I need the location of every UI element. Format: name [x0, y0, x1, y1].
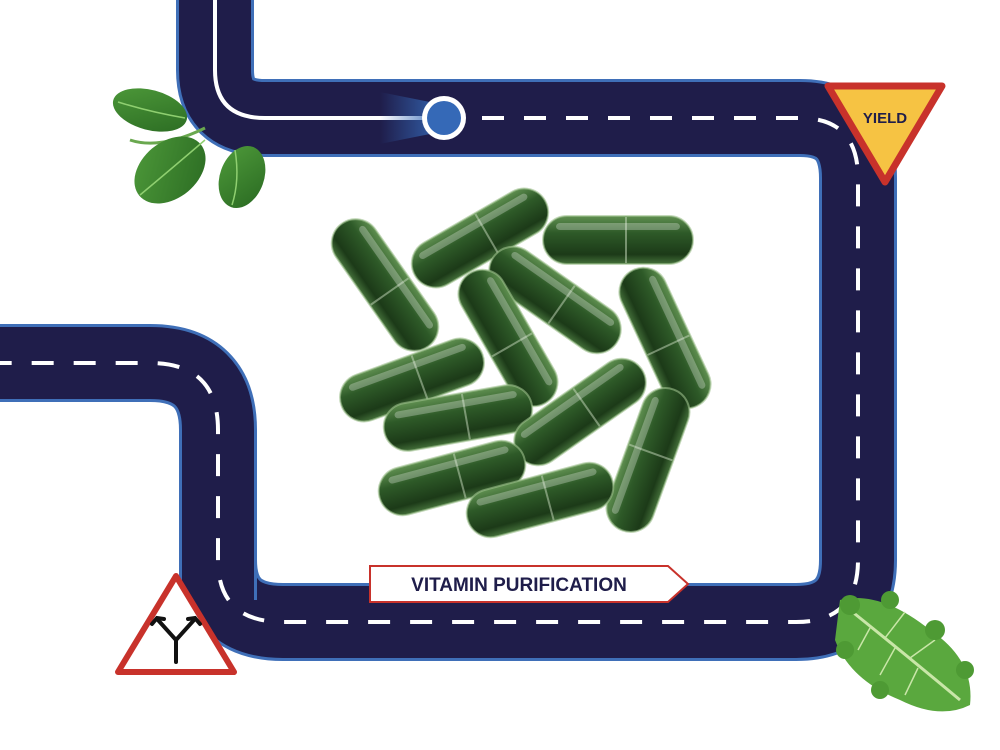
road-lower — [0, 324, 257, 600]
kale-leaf — [835, 591, 974, 712]
capsule — [465, 461, 615, 539]
fork-arrow-icon — [150, 615, 202, 664]
yield-sign-label: YIELD — [863, 110, 907, 127]
spinach-leaves — [112, 88, 266, 208]
banner-label: VITAMIN PURIFICATION — [411, 575, 627, 596]
capsule — [457, 268, 559, 408]
vitamin-purification-banner: VITAMIN PURIFICATION — [369, 565, 690, 603]
fork-sign — [115, 573, 237, 675]
lane-markings — [0, 0, 858, 622]
capsule — [605, 387, 691, 533]
position-dot-icon — [380, 92, 466, 144]
capsule — [382, 384, 534, 452]
capsule — [618, 266, 712, 410]
yield-sign: YIELD — [824, 82, 946, 186]
capsule — [542, 215, 694, 265]
capsule — [377, 439, 527, 517]
green-capsules — [330, 187, 712, 539]
capsule — [488, 245, 622, 355]
capsule — [339, 337, 485, 423]
capsule — [330, 218, 440, 352]
